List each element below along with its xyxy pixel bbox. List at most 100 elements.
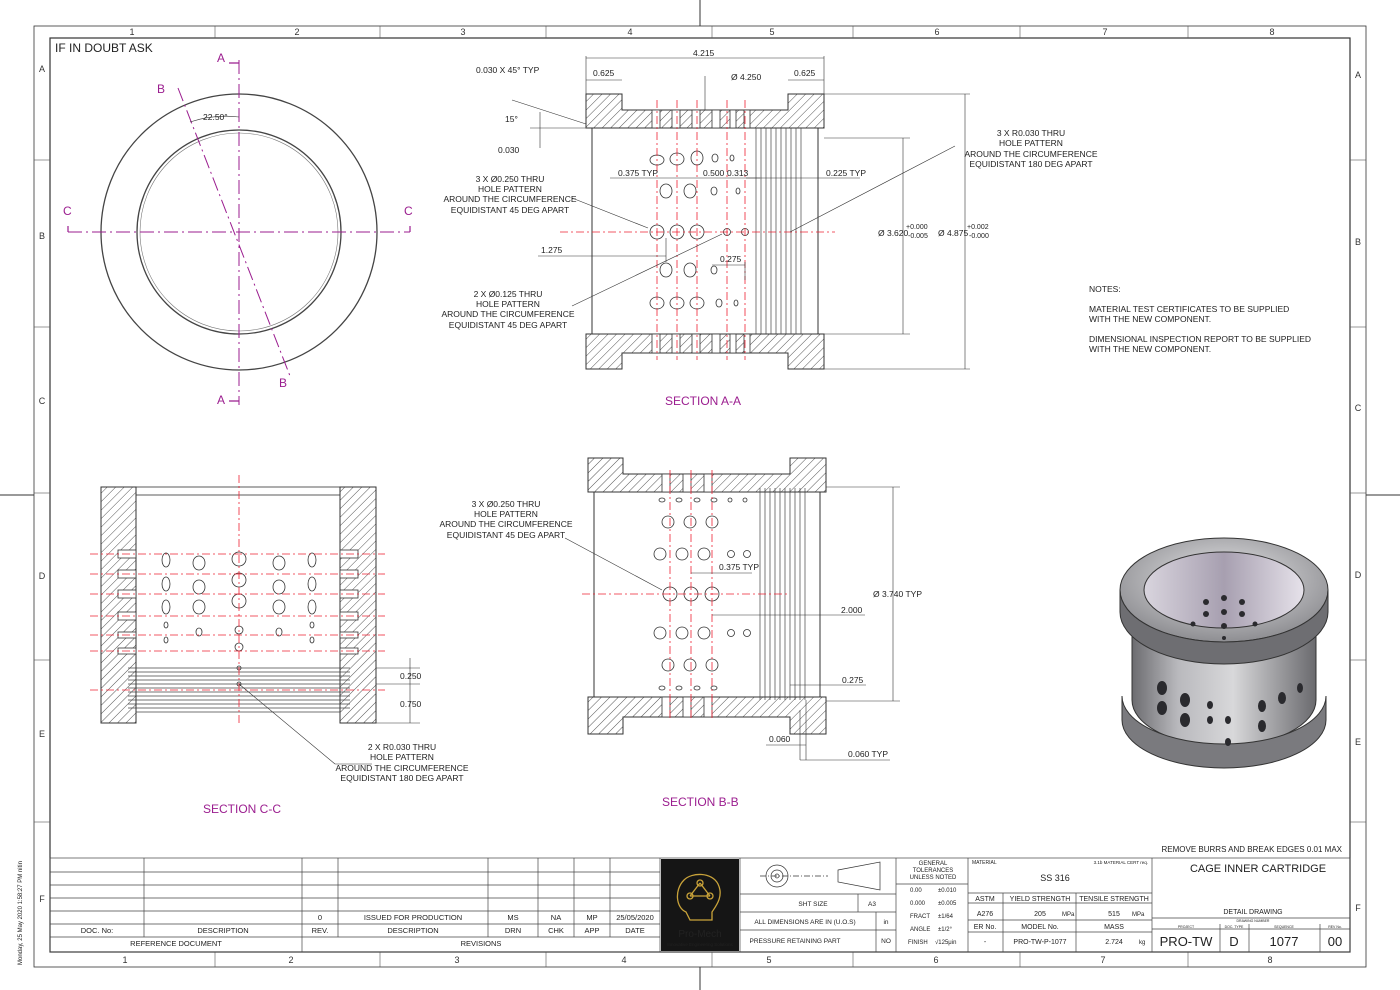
top-view: 22.50° A A B B C C <box>63 51 413 407</box>
drawing-type: DETAIL DRAWING <box>1223 909 1282 916</box>
dim-bb-060: 0.060 <box>769 734 791 744</box>
dim-left-flange: 0.625 <box>593 68 615 78</box>
tol-3620-upper: +0.000 <box>906 224 928 231</box>
note-line: 2 X Ø0.125 THRU <box>474 289 543 299</box>
tol-title: GENERAL <box>919 861 948 867</box>
material-label: MATERIAL <box>972 860 997 866</box>
title-block <box>49 857 1351 953</box>
tol-key: ANGLE <box>910 927 930 933</box>
section-mark-a-top: A <box>217 51 225 65</box>
note-line: AROUND THE CIRCUMFERENCE <box>335 763 468 773</box>
dim-1275: 1.275 <box>541 245 563 255</box>
tol-value: ±0.010 <box>938 888 957 894</box>
mat-header-er: ER No. <box>974 924 997 931</box>
ref-doc-desc-header: DESCRIPTION <box>197 926 248 935</box>
notes-title: NOTES: <box>1089 284 1121 294</box>
tol-value: ±1/2° <box>938 927 953 933</box>
zone-col-6-bottom: 6 <box>933 955 938 965</box>
tol-4875-lower: -0.000 <box>969 233 989 240</box>
note-line: AROUND THE CIRCUMFERENCE <box>439 519 572 529</box>
note-line: 2 X R0.030 THRU <box>368 742 436 752</box>
zone-row-b-right: B <box>1355 237 1361 247</box>
dim-bb-dia-3740: Ø 3.740 TYP <box>873 589 922 599</box>
rev-description: ISSUED FOR PRODUCTION <box>364 913 462 922</box>
note-line: EQUIDISTANT 45 DEG APART <box>447 530 565 540</box>
dim-500: 0.500 <box>703 168 725 178</box>
zone-col-6: 6 <box>934 27 939 37</box>
tol-value: ±0.005 <box>938 901 957 907</box>
sheet-size: A3 <box>868 901 876 908</box>
note-line: EQUIDISTANT 45 DEG APART <box>449 320 567 330</box>
zone-col-2-bottom: 2 <box>288 955 293 965</box>
zone-col-4: 4 <box>627 27 632 37</box>
section-mark-b-bottom: B <box>279 376 287 390</box>
note-line: EQUIDISTANT 45 DEG APART <box>451 205 569 215</box>
dims-unit-label: ALL DIMENSIONS ARE IN (U.O.S) <box>754 919 855 926</box>
note-line: AROUND THE CIRCUMFERENCE <box>441 309 574 319</box>
zone-row-a-right: A <box>1355 70 1361 80</box>
note-bb-250-holes: 3 X Ø0.250 THRU HOLE PATTERN AROUND THE … <box>439 499 572 540</box>
dim-bb-275: 0.275 <box>842 675 864 685</box>
zone-row-f: F <box>39 894 45 904</box>
side-timestamp: Monday, 25 May 2020 1:58:27 PM nitin <box>18 861 24 965</box>
section-cc-title: SECTION C-C <box>203 802 281 816</box>
dim-dia-3620: Ø 3.620 <box>878 228 909 238</box>
rev-header-chk: CHK <box>548 926 564 935</box>
material-cert: 3.1b MATERIAL CERT req. <box>1094 860 1148 865</box>
mat-mass: 2.724 <box>1105 939 1123 946</box>
logo: Pro-Mech Innovative Engineering Solution… <box>667 873 734 947</box>
material-value: SS 316 <box>1040 873 1070 883</box>
dim-275: 0.275 <box>720 254 742 264</box>
mat-er: - <box>984 939 987 946</box>
section-mark-b-top: B <box>157 82 165 96</box>
mat-yield-unit: MPa <box>1062 912 1075 918</box>
note-line: AROUND THE CIRCUMFERENCE <box>964 149 1097 159</box>
mat-tensile: 515 <box>1108 911 1120 918</box>
rev-header-app: APP <box>584 926 599 935</box>
note-line: EQUIDISTANT 180 DEG APART <box>340 773 463 783</box>
dim-225-typ: 0.225 TYP <box>826 168 866 178</box>
zone-col-5-bottom: 5 <box>766 955 771 965</box>
logo-tagline: Innovative Engineering Solutions <box>667 942 733 947</box>
mat-header-mass: MASS <box>1104 924 1124 931</box>
dim-right-flange: 0.625 <box>794 68 816 78</box>
dim-030: 0.030 <box>498 145 520 155</box>
zone-row-c-right: C <box>1355 403 1362 413</box>
zone-row-e: E <box>39 729 45 739</box>
tol-key: 0.000 <box>910 901 926 907</box>
note-line: 3 X Ø0.250 THRU <box>472 499 541 509</box>
zone-col-4-bottom: 4 <box>621 955 626 965</box>
zone-row-e-right: E <box>1355 737 1361 747</box>
sequence-label: SEQUENCE <box>1274 925 1294 929</box>
pressure-part-label: PRESSURE RETAINING PART <box>749 938 840 945</box>
sheet-size-label: SHT SIZE <box>798 901 828 908</box>
zone-labels: 1 2 3 4 5 6 7 8 1 2 3 4 5 6 7 8 A B C D … <box>39 27 1362 965</box>
mat-astm: A276 <box>977 911 993 918</box>
pressure-part-value: NO <box>881 938 891 945</box>
zone-ticks <box>34 26 1366 967</box>
section-bb-view: 0.375 TYP 2.000 0.275 Ø 3.740 TYP 0.060 … <box>439 457 922 809</box>
rev-date: 25/05/2020 <box>616 913 654 922</box>
zone-col-3: 3 <box>460 27 465 37</box>
drawing-info: CAGE INNER CARTRIDGE DETAIL DRAWING PROJ… <box>1160 863 1343 949</box>
rev-header-drn: DRN <box>505 926 521 935</box>
section-mark-c-right: C <box>404 204 413 218</box>
note-cc-r030-holes: 2 X R0.030 THRU HOLE PATTERN AROUND THE … <box>335 742 468 783</box>
zone-col-7: 7 <box>1102 27 1107 37</box>
zone-col-1-bottom: 1 <box>122 955 127 965</box>
sequence-number: 1077 <box>1270 934 1299 949</box>
mat-mass-unit: kg <box>1139 940 1145 946</box>
rev-header-desc: DESCRIPTION <box>387 926 438 935</box>
rev-header-date: DATE <box>625 926 644 935</box>
zone-row-f-right: F <box>1355 903 1361 913</box>
mat-header-tensile: TENSILE STRENGTH <box>1079 896 1149 903</box>
angle-label: 22.50° <box>203 112 228 122</box>
section-mark-c-left: C <box>63 204 72 218</box>
dim-bb-060-typ: 0.060 TYP <box>848 749 888 759</box>
dim-angle-15: 15° <box>505 114 518 124</box>
note-line: HOLE PATTERN <box>478 184 542 194</box>
rev-header-rev: REV. <box>312 926 329 935</box>
rev-number: 0 <box>318 913 322 922</box>
zone-row-a: A <box>39 64 45 74</box>
